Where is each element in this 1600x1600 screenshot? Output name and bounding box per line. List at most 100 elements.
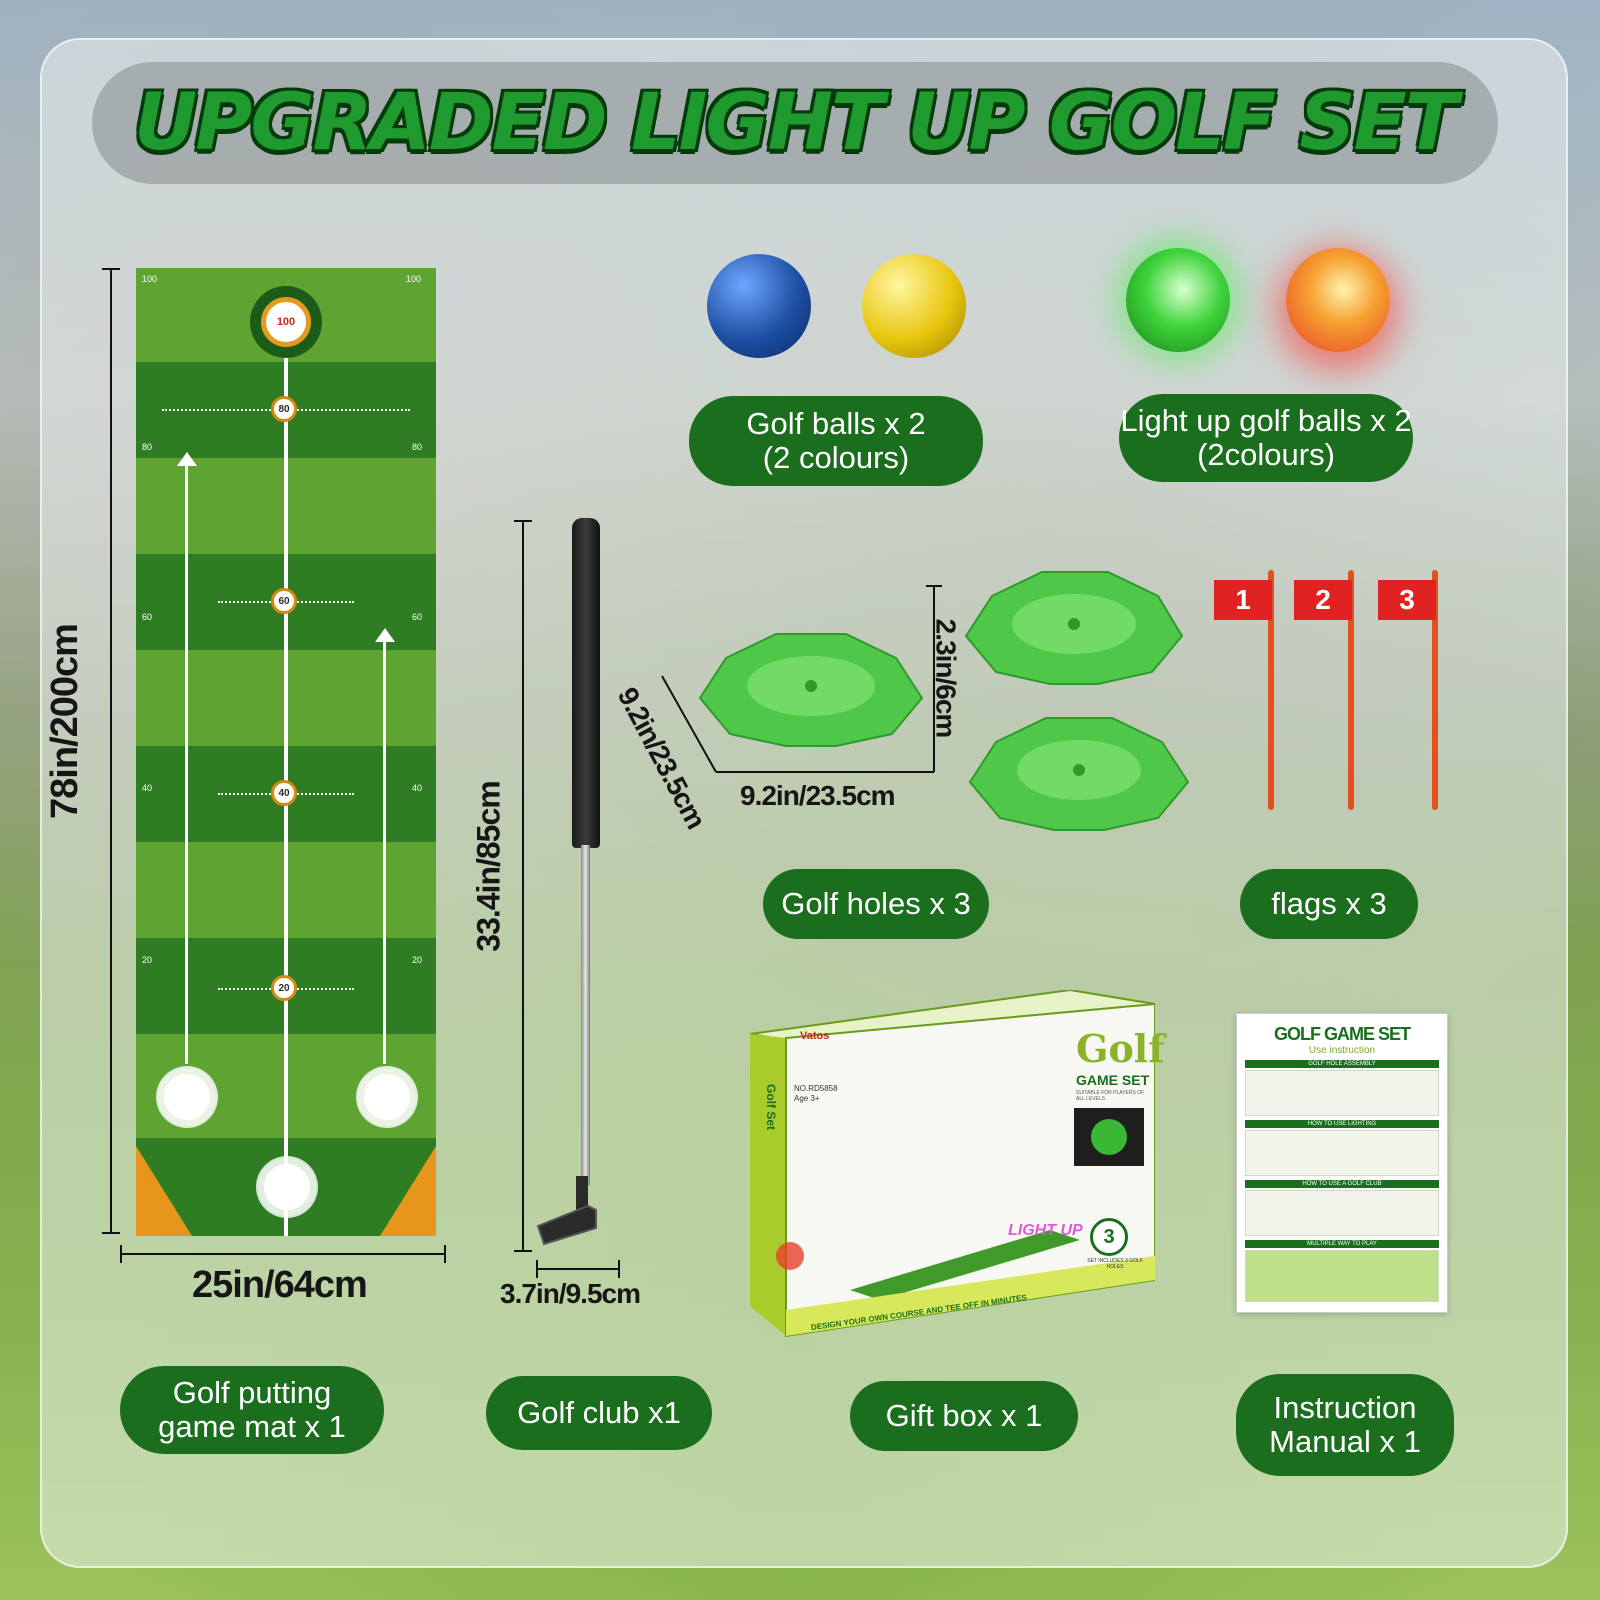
golf-hole-cup <box>698 633 924 747</box>
orange-light-ball <box>1286 248 1390 352</box>
manual-caption: Instruction Manual x 1 <box>1236 1374 1454 1476</box>
mat-height-line <box>110 268 112 1234</box>
manual-caption-line2: Manual x 1 <box>1269 1424 1421 1459</box>
arrow-up-icon <box>375 628 395 642</box>
balls-caption: Golf balls x 2 (2 colours) <box>689 396 983 486</box>
mat-mark: 100 <box>142 274 158 284</box>
club-head <box>536 1176 597 1246</box>
hole-height-label: 2.3in/6cm <box>930 618 962 738</box>
target-60: 60 <box>271 588 297 614</box>
dim-tick <box>444 1245 446 1263</box>
manual-section: MULTIPLE WAY TO PLAY <box>1245 1240 1439 1248</box>
club-length-label: 33.4in/85cm <box>470 781 507 952</box>
box-brand: Vatos <box>800 1030 830 1042</box>
golf-hole-cup <box>968 717 1190 831</box>
mat-mark: 40 <box>412 783 423 793</box>
dim-tick <box>120 1245 122 1263</box>
green-light-ball <box>1126 248 1230 352</box>
target-80: 80 <box>271 396 297 422</box>
manual-section: GOLF HOLE ASSEMBLY <box>1245 1060 1439 1068</box>
mat-width-label: 25in/64cm <box>192 1264 368 1306</box>
manual-subtitle: Use instruction <box>1308 1045 1376 1056</box>
dim-tick <box>514 520 532 522</box>
manual-illustration <box>1245 1130 1439 1176</box>
dim-tick <box>618 1260 620 1278</box>
club-head-label: 3.7in/9.5cm <box>500 1278 641 1309</box>
flag-1: 1 <box>1214 580 1272 620</box>
mat-caption-line2: game mat x 1 <box>158 1409 346 1444</box>
flag-pole <box>1348 570 1354 810</box>
holes-caption: Golf holes x 3 <box>763 869 989 939</box>
mat-hole <box>164 1074 210 1120</box>
target-20: 20 <box>271 975 297 1001</box>
manual-illustration <box>1245 1250 1439 1302</box>
mat-mark: 20 <box>142 955 153 965</box>
mat-mark: 80 <box>142 442 153 452</box>
gift-box: Vatos NO.RD5858 Age 3+ Golf GAME SET SUI… <box>750 990 1165 1340</box>
mat-mark: 20 <box>412 955 423 965</box>
mat-mark: 80 <box>412 442 423 452</box>
arrow-line <box>185 464 188 1064</box>
box-light-up: LIGHT UP <box>1008 1222 1083 1239</box>
manual-section: HOW TO USE LIGHTING <box>1245 1120 1439 1128</box>
manual-caption-line1: Instruction <box>1273 1390 1417 1425</box>
box-model: NO.RD5858 <box>794 1084 838 1093</box>
dim-tick <box>514 1250 532 1252</box>
dim-tick <box>536 1260 538 1278</box>
title-banner: UPGRADED LIGHT UP GOLF SET <box>92 62 1498 184</box>
balls-caption-line2: (2 colours) <box>762 440 910 475</box>
club-caption: Golf club x1 <box>486 1376 712 1450</box>
hole-width-label: 9.2in/23.5cm <box>740 780 896 811</box>
box-title: Golf <box>1076 1026 1165 1071</box>
giftbox-caption: Gift box x 1 <box>850 1381 1078 1451</box>
arrow-up-icon <box>177 452 197 466</box>
mat-mark: 60 <box>412 612 423 622</box>
box-side-title: Golf Set <box>764 1083 779 1131</box>
club-length-line <box>522 520 524 1252</box>
arrow-line <box>383 640 386 1064</box>
mat-corner <box>136 1146 192 1236</box>
flag-3: 3 <box>1378 580 1436 620</box>
golf-hole-cup <box>964 571 1184 685</box>
mat-hole <box>364 1074 410 1120</box>
mat-height-label: 78in/200cm <box>43 624 86 819</box>
club-grip <box>572 518 600 848</box>
flags-caption: flags x 3 <box>1240 869 1418 939</box>
box-age: Age 3+ <box>794 1094 820 1103</box>
target-100: 100 <box>250 286 322 358</box>
light-balls-caption: Light up golf balls x 2 (2colours) <box>1119 394 1413 482</box>
manual-illustration <box>1245 1190 1439 1236</box>
yellow-golf-ball <box>862 254 966 358</box>
flag-pole <box>1268 570 1274 810</box>
club-shaft <box>581 845 590 1185</box>
mat-hole <box>264 1164 310 1210</box>
mat-mark: 60 <box>142 612 153 622</box>
box-holes-badge: 3 <box>1090 1218 1128 1256</box>
light-balls-caption-line2: (2colours) <box>1197 437 1335 472</box>
mat-caption: Golf putting game mat x 1 <box>120 1366 384 1454</box>
light-balls-caption-line1: Light up golf balls x 2 <box>1120 403 1412 438</box>
target-100-label: 100 <box>261 297 311 347</box>
box-tagline: SUITABLE FOR PLAYERS OF ALL LEVELS <box>1076 1090 1145 1102</box>
hole-dimension-lines <box>661 585 942 773</box>
mat-caption-line1: Golf putting <box>172 1375 332 1410</box>
flag-2: 2 <box>1294 580 1352 620</box>
dim-tick <box>102 268 120 270</box>
manual-section: HOW TO USE A GOLF CLUB <box>1245 1180 1439 1188</box>
mat-center-line <box>284 320 288 1236</box>
club-head-line <box>536 1268 620 1270</box>
mat-mark: 40 <box>142 783 153 793</box>
manual-illustration <box>1245 1070 1439 1116</box>
flag-pole <box>1432 570 1438 810</box>
box-holes-badge-text: SET INCLUDES 3 GOLF HOLES <box>1087 1258 1143 1270</box>
manual-title: GOLF GAME SET <box>1273 1024 1411 1044</box>
gift-box-shape <box>750 990 1155 1338</box>
mat-mark: 100 <box>406 274 422 284</box>
mat-corner <box>380 1146 436 1236</box>
blue-golf-ball <box>707 254 811 358</box>
dim-tick <box>102 1232 120 1234</box>
mat-width-line <box>120 1253 446 1255</box>
putting-mat: 100 80 60 40 20 100 100 80 80 60 60 40 4… <box>136 268 436 1236</box>
target-40: 40 <box>271 780 297 806</box>
page-title: UPGRADED LIGHT UP GOLF SET <box>133 78 1458 168</box>
